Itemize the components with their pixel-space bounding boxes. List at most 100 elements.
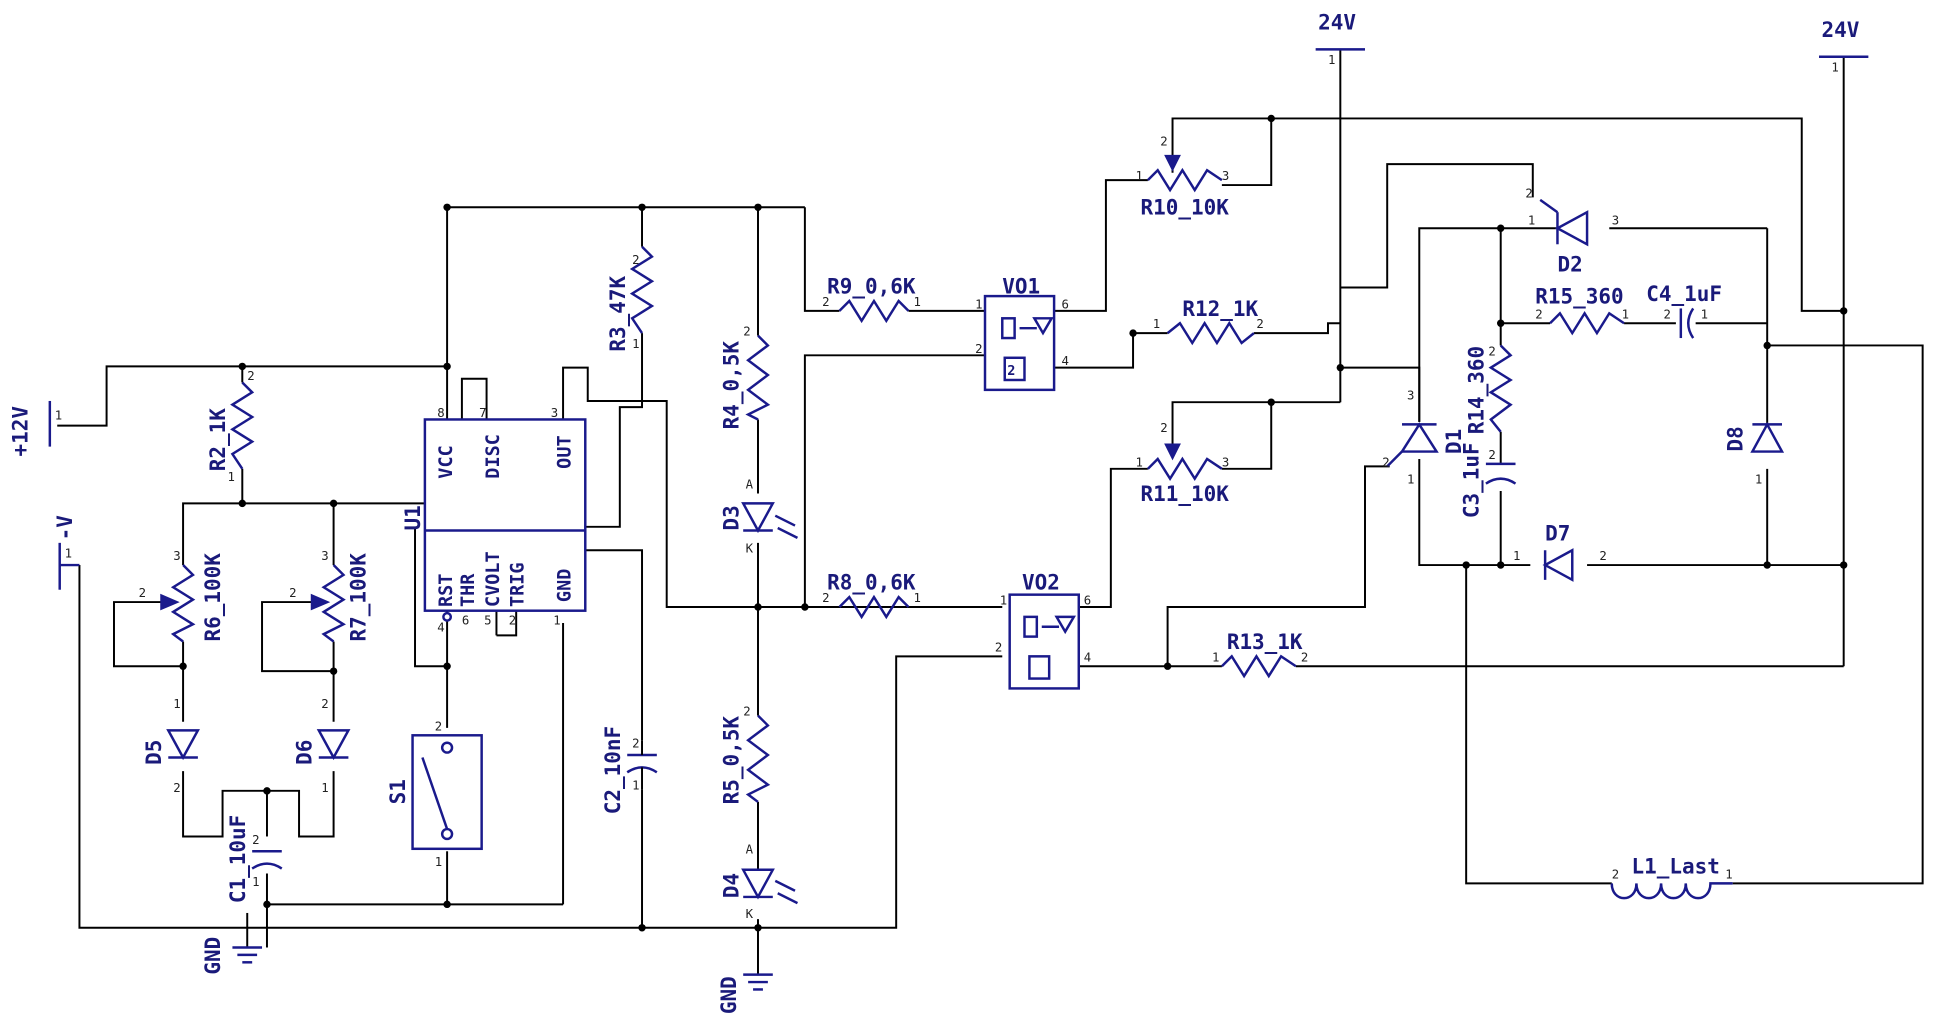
led-d3-label: D3: [719, 505, 743, 530]
pin-label: 2: [1382, 455, 1389, 469]
optocouplers: 2 VO1 1 2 6 4 VO2 1 2 6 4: [975, 275, 1091, 690]
pin-label: 3: [1222, 169, 1229, 183]
resistor-r4-label: R4_0,5K: [719, 341, 743, 430]
resistor-r13: R13_1K 1 2: [1212, 630, 1308, 679]
pin-label: 2: [1488, 448, 1495, 462]
power-24v-a: 24V 1: [1315, 11, 1365, 67]
junction: [638, 203, 646, 211]
pin-label: 1: [1136, 169, 1143, 183]
leds: D3 A K D4 A K: [719, 478, 799, 921]
power-12v-label: +12V: [9, 406, 33, 457]
ground-1-label: GND: [201, 937, 225, 975]
junction: [443, 362, 451, 371]
rst-inversion-dot: [442, 611, 453, 622]
junction: [329, 499, 338, 508]
pin-label: 3: [321, 549, 328, 563]
pin-label: 2: [632, 737, 639, 751]
pin-label: 4: [1084, 650, 1091, 664]
resistor-r2: R2_1K 2 1: [206, 369, 255, 484]
pin-label: 2: [743, 705, 750, 719]
ic-u1-label: U1: [401, 505, 425, 530]
resistor-r2-label: R2_1K: [206, 408, 230, 471]
diode-d6: D6 2 1: [292, 697, 351, 795]
junction: [1267, 114, 1275, 123]
diode-d1-label: D1: [1442, 429, 1466, 454]
optocoupler-vo2-label: VO2: [1022, 571, 1060, 595]
led-d3: D3 A K: [719, 478, 799, 556]
junction: [1163, 662, 1172, 670]
junction: [754, 203, 762, 211]
diode-d6-label: D6: [292, 740, 316, 765]
resistors: R2_1K 2 1 R3_47K 2 1 R4_0,5K 2 R5_0,5K 2…: [206, 245, 1629, 804]
pin-label: 2: [743, 325, 750, 339]
pin-label: 1: [1528, 214, 1535, 228]
power-symbols: +12V 1 -V 1 24V 1 24V 1 GND GND: [9, 11, 1869, 1014]
pin-label: 1: [55, 408, 62, 422]
switch-s1-label: S1: [386, 779, 410, 804]
junctions: [179, 114, 1848, 932]
pin-label: A: [746, 843, 754, 857]
pin-label: 1: [1701, 307, 1708, 321]
ic-vcc-pin-label: VCC: [436, 445, 457, 478]
diode-d8-label: D8: [1724, 426, 1748, 451]
diode-d8: D8 1: [1724, 421, 1785, 487]
ic-out-pin-label: OUT: [554, 435, 575, 468]
pin-label: 2: [1160, 421, 1167, 435]
capacitor-c2: C2_10nF 2 1: [601, 726, 658, 814]
inductor-l1-label: L1_Last: [1631, 854, 1719, 878]
pin-label: 2: [995, 640, 1002, 654]
resistor-r4: R4_0,5K 2: [719, 325, 771, 430]
power-neg-v: -V 1: [53, 515, 80, 590]
pin-label: 2: [822, 591, 829, 605]
pin-label: 3: [1407, 389, 1414, 403]
capacitor-c1-label: C1_10uF: [226, 815, 250, 903]
pin-label: 3: [173, 549, 180, 563]
led-d4-label: D4: [719, 873, 743, 898]
pin-label: 1: [227, 470, 234, 484]
wires: [57, 49, 1924, 975]
diode-d7-label: D7: [1545, 521, 1570, 545]
junction: [1839, 561, 1848, 569]
pin-label: 1: [553, 613, 560, 627]
pin-label: 1: [975, 297, 982, 311]
junction: [1839, 307, 1848, 315]
pin-label: 4: [437, 621, 444, 635]
pin-label: 1: [913, 295, 920, 309]
capacitor-c3-label: C3_1uF: [1460, 442, 1484, 518]
pin-label: 2: [252, 833, 259, 847]
pin-label: 2: [822, 295, 829, 309]
pin-label: 1: [435, 855, 442, 869]
pin-label: 5: [484, 613, 491, 627]
pin-label: 1: [1831, 61, 1838, 75]
resistor-r3: R3_47K 2 1: [606, 245, 655, 352]
potentiometers: R6_100K 3 2 R7_100K 3 2 R10_10K 1 2 3 R1…: [139, 135, 1229, 643]
inductor-l1: L1_Last 2 1: [1610, 854, 1733, 900]
junction: [1763, 561, 1771, 569]
resistor-r8: R8_0,6K 2 1: [822, 571, 921, 620]
pin-label: 1: [1136, 455, 1143, 469]
capacitors: C1_10uF 2 1 C2_10nF 2 1 C3_1uF 2 C4_1uF …: [226, 282, 1722, 903]
optocoupler-vo1: 2 VO1 1 2 6 4: [975, 275, 1069, 392]
diode-d2: D2 2 1 3: [1525, 186, 1619, 276]
pin-label: 2: [509, 613, 516, 627]
ic-gnd-pin-label: GND: [554, 569, 575, 602]
pin-label: 6: [1084, 594, 1091, 608]
diode-d1: D1 3 2 1: [1382, 389, 1466, 487]
power-24v-b: 24V 1: [1819, 18, 1869, 75]
ground-1: GND: [201, 912, 263, 975]
capacitor-c4: C4_1uF 2 1: [1646, 282, 1722, 339]
pin-label: 1: [913, 591, 920, 605]
junction: [1462, 561, 1470, 569]
pin-label: 2: [247, 369, 254, 383]
pin-label: 3: [1222, 455, 1229, 469]
resistor-r12-label: R12_1K: [1182, 297, 1258, 321]
junction: [1267, 398, 1275, 406]
pin-label: 1: [1755, 473, 1762, 487]
junction: [801, 603, 809, 611]
junction: [263, 787, 271, 795]
potentiometer-r6-label: R6_100K: [201, 553, 225, 642]
junction: [1497, 561, 1505, 569]
diode-d5-label: D5: [142, 740, 166, 765]
junction: [238, 362, 246, 371]
